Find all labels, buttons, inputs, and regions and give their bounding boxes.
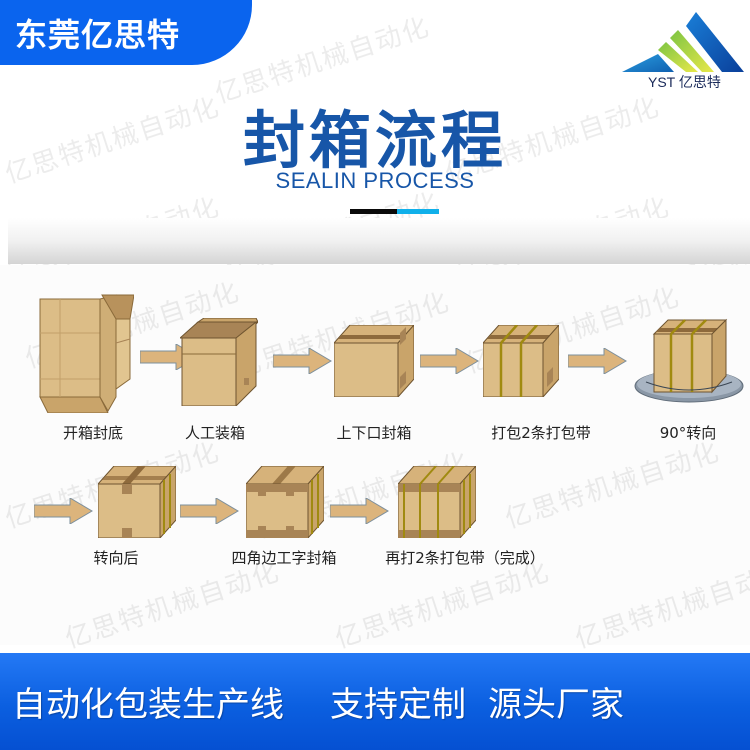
brand-banner: 东莞亿思特 [0,0,252,65]
page-subtitle: SEALIN PROCESS [275,168,475,193]
step-label: 人工装箱 [184,424,246,442]
turntable-box-icon [634,318,744,403]
open-box-manual-packing-icon [180,318,258,406]
arrow-right-icon [180,498,239,524]
yst-logo-icon [622,12,744,72]
arrow-right-icon [568,348,627,374]
watermark: 亿思特机械自动化 [571,556,750,655]
footer-slogan-manufacturer: 源头厂家 [488,685,624,725]
title-divider-cyan [397,209,439,214]
step-label: 转向后 [93,549,139,567]
finished-box-icon [398,466,476,538]
arrow-right-icon [420,348,479,374]
logo-text: YST 亿思特 [648,74,721,90]
title-divider-black [350,209,397,214]
step-label: 开箱封底 [62,424,124,442]
arrow-right-icon [273,348,332,374]
footer-slogan-customization: 支持定制 [330,685,466,725]
step-label: 四角边工字封箱 [231,549,337,567]
arrow-right-icon [330,498,389,524]
step-label: 90°转向 [659,424,717,442]
step-label: 再打2条打包带（完成） [385,549,545,567]
section-divider [8,218,750,264]
strapped-box-icon [483,325,559,397]
open-box-bottom-seal-icon [39,294,134,413]
watermark: 亿思特机械自动化 [501,436,724,535]
arrow-right-icon [34,498,93,524]
page-title: 封箱流程 [242,104,507,177]
corner-sealed-box-icon [246,466,324,538]
step-label: 上下口封箱 [336,424,412,442]
brand-name: 东莞亿思特 [15,15,181,54]
step-label: 打包2条打包带 [491,424,591,442]
taped-box-icon [334,325,414,397]
footer-banner: 自动化包装生产线 支持定制 源头厂家 [0,653,750,750]
turned-box-icon [98,466,176,538]
footer-slogan-production-line: 自动化包装生产线 [12,685,284,725]
